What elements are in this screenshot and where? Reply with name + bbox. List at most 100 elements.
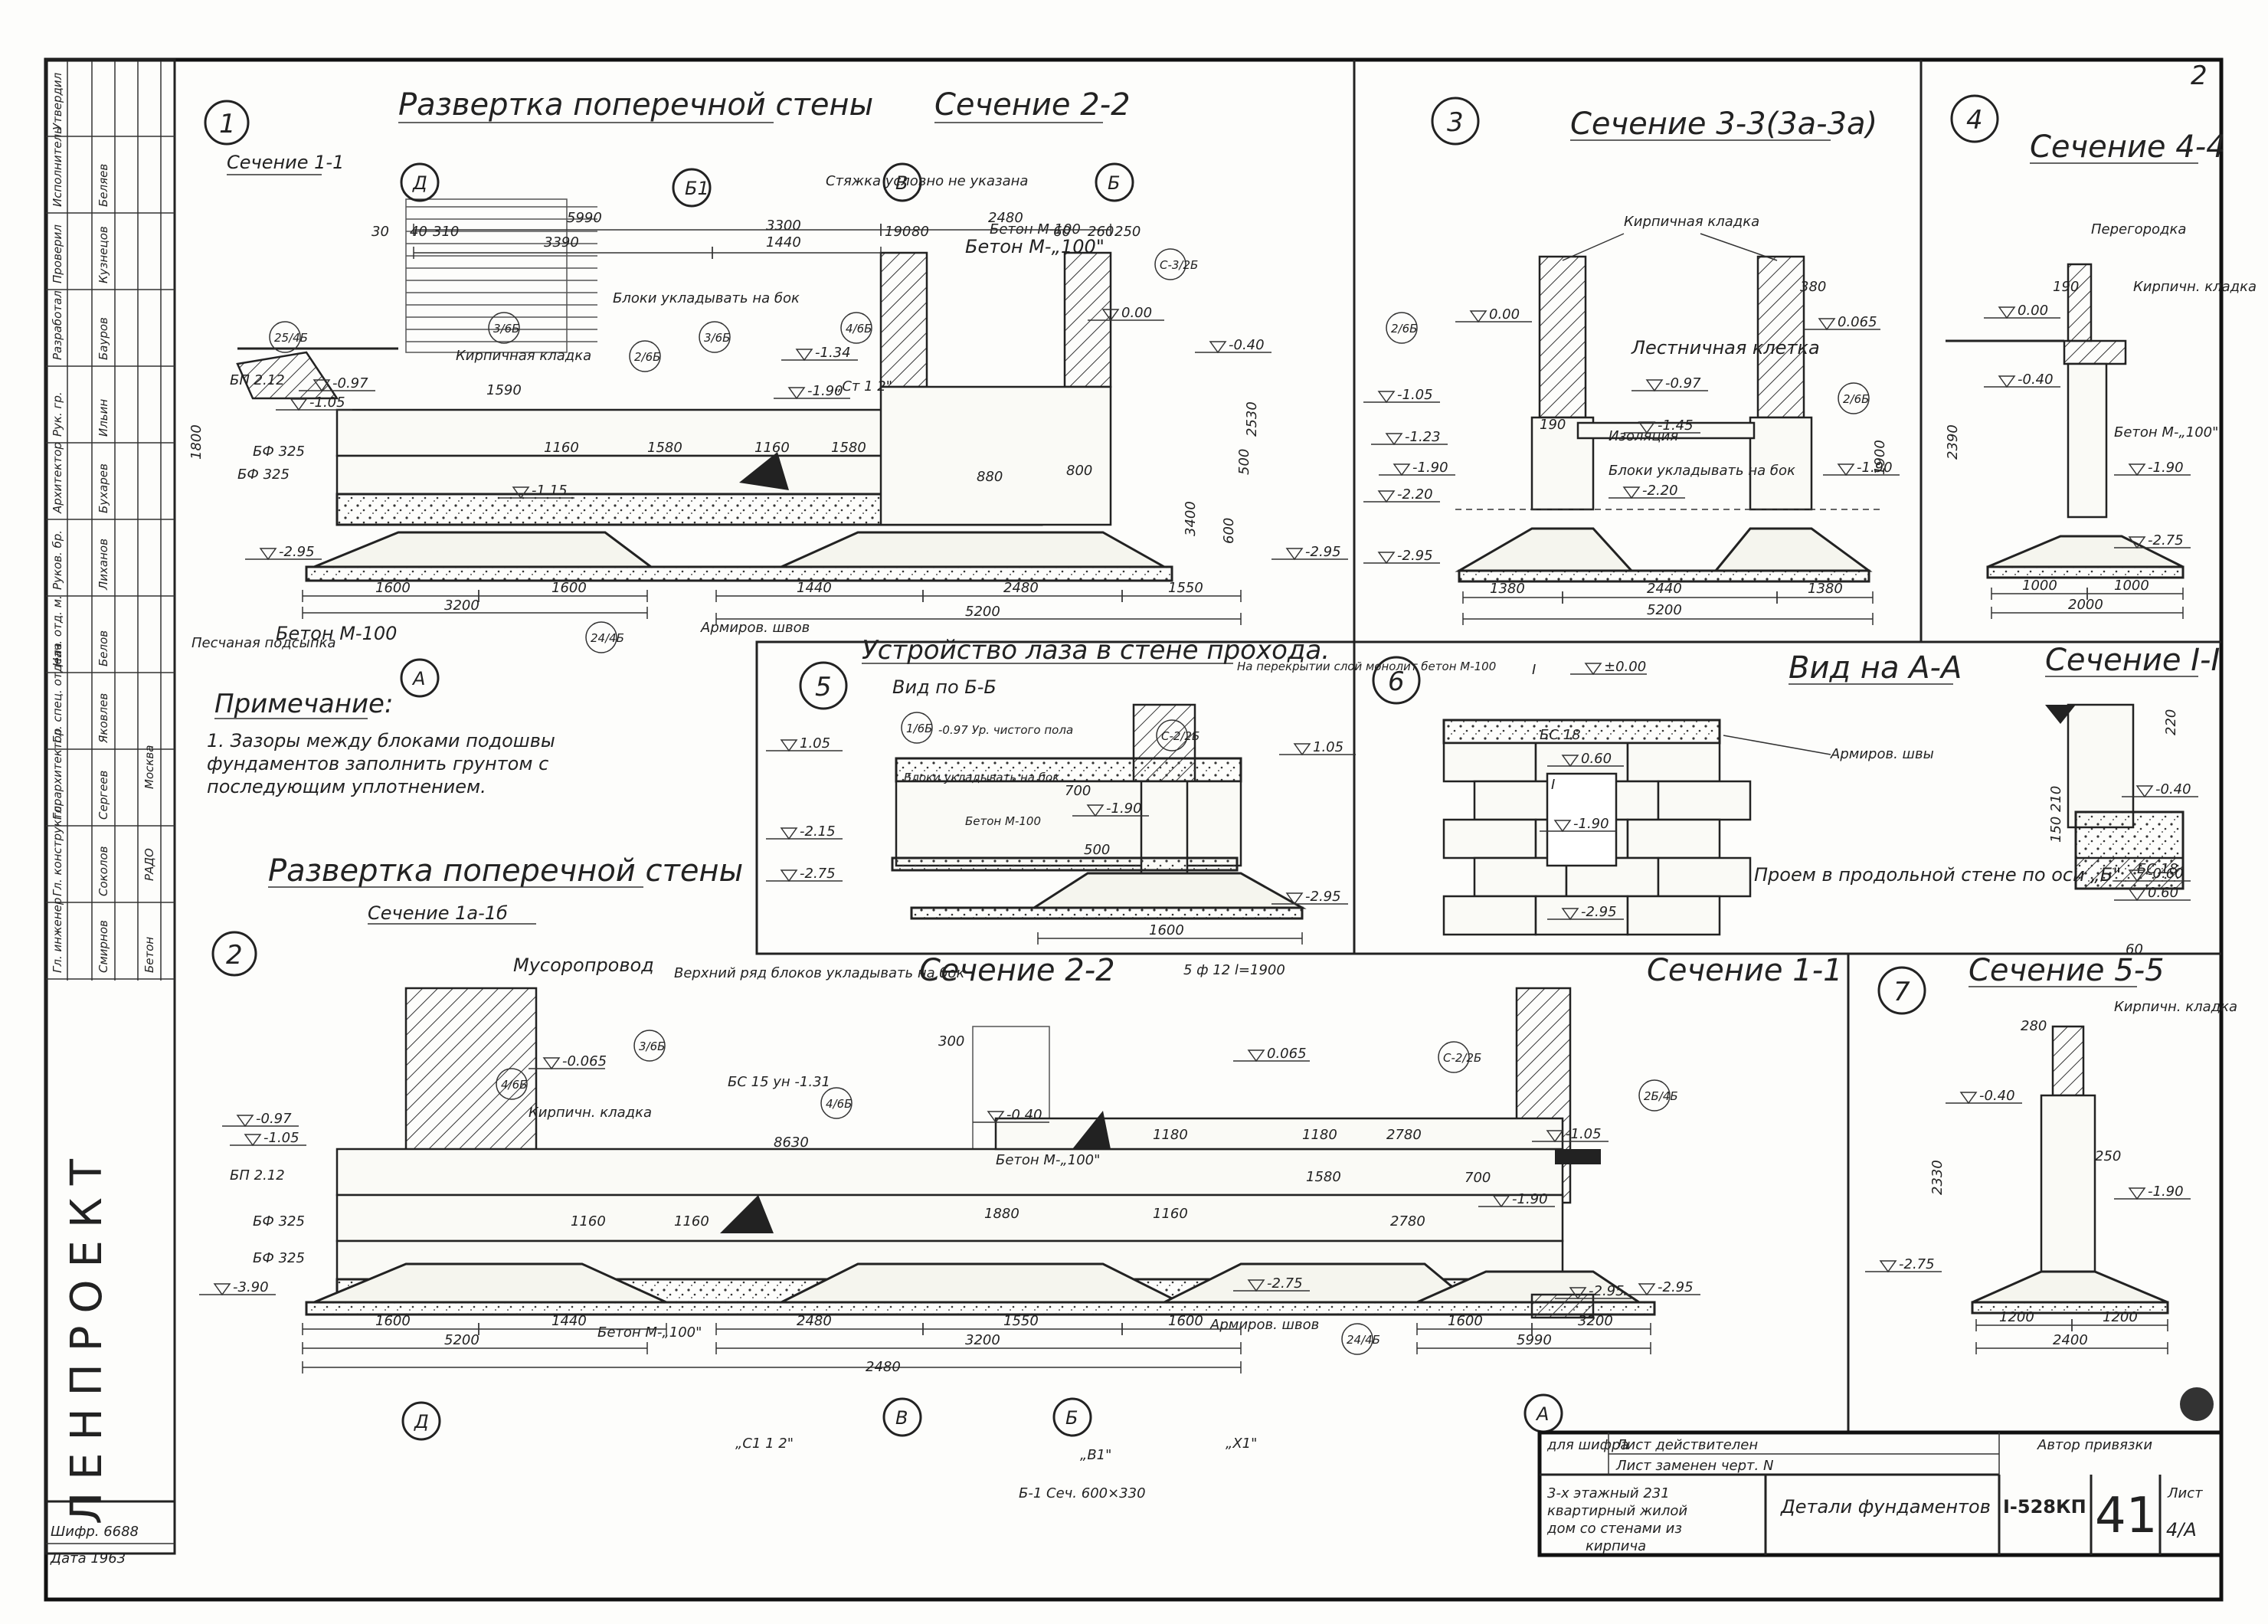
- p1-value-6: 800: [1066, 463, 1092, 479]
- p2-value-11: 300: [938, 1033, 964, 1049]
- p3-level-4-mark: [1385, 433, 1403, 446]
- stamp-role-7: Рук. гр.: [51, 391, 64, 437]
- p5-callout-0-ring: [901, 712, 933, 744]
- p2-level-0: -0.065: [562, 1053, 607, 1069]
- stamp-extra-1: РАДО: [142, 848, 156, 881]
- p1-dimbot-4: 1550: [1168, 580, 1203, 596]
- panel-7-title: Сечение 5-5: [1969, 953, 2165, 988]
- stamp-name-7: Ильин: [97, 399, 110, 437]
- notes: Примечание: 1. Зазоры между блоками подо…: [207, 689, 555, 797]
- p3-dim-3: 5200: [1647, 602, 1682, 618]
- p2-callout-0-ring: [633, 1030, 666, 1062]
- p1-level-3-mark: [290, 398, 308, 411]
- p1-callout-6: 24/4Б: [591, 631, 624, 645]
- p3-label-1: Лестничная клетка: [1631, 337, 1820, 359]
- stamp-role-8: Разработал: [51, 290, 64, 360]
- p2-axis-0: Д: [414, 1411, 429, 1432]
- p6-level-0-mark: [1584, 663, 1602, 676]
- p6-level-6: 0.60: [2148, 885, 2178, 901]
- p2-axis-1: В: [895, 1407, 908, 1429]
- panel-6-title: Вид на А-А: [1789, 650, 1962, 686]
- panel-2-section-b: Сечение 1-1: [1647, 953, 1843, 988]
- p4-dim-2: 2000: [2068, 597, 2103, 613]
- p2-level-4: -1.05: [263, 1130, 299, 1146]
- p7-dim-5: 250: [2095, 1148, 2121, 1164]
- p1-dimtop-1: 3390: [544, 234, 579, 250]
- p1-dimbot-3: 2480: [1003, 580, 1039, 596]
- p7-label-0: Кирпичн. кладка: [2114, 999, 2237, 1015]
- p2-label-1: Верхний ряд блоков укладывать на бок: [674, 965, 964, 981]
- tb-project-4: кирпича: [1586, 1538, 1646, 1554]
- title-block: для шифра Лист действителен Лист заменен…: [1537, 1387, 2224, 1557]
- p2-label-7: „В1": [1080, 1447, 1111, 1463]
- p2-dimbot-5: 1600: [1448, 1313, 1483, 1329]
- p3-level-5: -1.45: [1658, 417, 1694, 434]
- p7-level-0-mark: [1959, 1092, 1978, 1105]
- p7-dim-0: 1200: [1999, 1309, 2034, 1325]
- p3-dim-4: 1900: [1872, 440, 1888, 475]
- p1-value-4: 1580: [831, 440, 866, 456]
- p4-level-0: 0.00: [2018, 303, 2048, 319]
- p1-axis-2: В: [895, 172, 908, 194]
- p5-level-2-mark: [1086, 804, 1105, 817]
- p3-label-0: Кирпичная кладка: [1624, 214, 1759, 230]
- p2-label-3: Кирпичн. кладка: [529, 1105, 652, 1121]
- p1-label-7: Песчаная подсыпка: [191, 635, 336, 651]
- p1-level-7: -2.95: [279, 544, 315, 560]
- p2-level-3-mark: [236, 1115, 254, 1128]
- p6-dim-1: I: [1551, 777, 1555, 793]
- p1-value-1: 1160: [544, 440, 579, 456]
- p2-value-1: 1180: [1153, 1127, 1188, 1143]
- stamp-extra-2: Москва: [142, 745, 156, 789]
- p3-level-8-mark: [1377, 490, 1396, 503]
- p1-dimtop-3: 2480: [988, 210, 1023, 226]
- p2-dimbot-4: 1600: [1168, 1313, 1203, 1329]
- p1-axis-2-ring: [882, 162, 922, 202]
- p5-callout-1-ring: [1156, 719, 1188, 751]
- p1-callout-5: С-3/2Б: [1160, 258, 1198, 272]
- stamp-role-6: Архитектор: [51, 442, 64, 514]
- p7-level-2-mark: [1879, 1260, 1897, 1273]
- p1-value-12: 3300: [766, 218, 801, 234]
- panel-1: 1 Развертка поперечной стены Сечение 2-2…: [188, 87, 1348, 698]
- p1-axis-4: А: [411, 668, 425, 689]
- p1-level-5-mark: [795, 349, 813, 362]
- panel-2-section-a: Сечение 2-2: [919, 953, 1115, 988]
- stamp-role-3: Гл. спец. отдела: [51, 643, 64, 743]
- p1-value-9: 3400: [1183, 501, 1199, 536]
- p3-level-0: 0.00: [1489, 306, 1520, 323]
- p2-value-8: 1160: [674, 1213, 709, 1229]
- p1-level-5: -1.34: [815, 345, 851, 361]
- p2-label-0: Мусоропровод: [513, 954, 654, 976]
- p1-axis-0: Д: [412, 172, 427, 194]
- p6-dim-3: 220: [2163, 709, 2179, 735]
- p3-dim-0: 1380: [1490, 581, 1525, 597]
- stamp-role-4: Нач. отд. м.: [51, 595, 64, 666]
- p2-value-6: 1160: [571, 1213, 606, 1229]
- notes-line-3: последующим уплотнением.: [207, 776, 486, 797]
- p1-label-2: Стяжка условно не указана: [826, 173, 1028, 189]
- p2-label-5: Бетон М-„100": [597, 1324, 702, 1341]
- p6-dim-0: I: [1532, 662, 1536, 678]
- p5-label-1: Блоки укладывать на бок: [904, 771, 1059, 784]
- p4-level-2-mark: [2128, 463, 2146, 476]
- p1-label-3: Блоки укладывать на бок: [613, 290, 800, 306]
- p6-dim-4: 150: [2048, 817, 2064, 843]
- p1-callout-3-ring: [699, 321, 731, 353]
- p1-value-2: 1580: [647, 440, 682, 456]
- p3-level-2-mark: [1645, 379, 1664, 392]
- p1-level-7-mark: [259, 548, 277, 561]
- p2-value-7: 2780: [1390, 1213, 1425, 1229]
- panel-2-title: Развертка поперечной стены: [268, 853, 743, 889]
- p2-callout-1: 4/6Б: [501, 1078, 527, 1092]
- p2-callout-0: 3/6Б: [639, 1040, 665, 1053]
- p1-dimbot-6: 5200: [965, 604, 1000, 620]
- notes-heading: Примечание:: [214, 689, 393, 719]
- p3-level-6-mark: [1393, 463, 1411, 476]
- stamp-role-9: Проверил: [51, 224, 64, 283]
- p1-level-8-mark: [1285, 548, 1304, 561]
- p2-level-2: -0.40: [1006, 1107, 1042, 1123]
- p2-dimbot-2: 2480: [797, 1313, 832, 1329]
- p1-callout-5-ring: [1154, 248, 1186, 280]
- p4-level-2: -1.90: [2148, 460, 2184, 476]
